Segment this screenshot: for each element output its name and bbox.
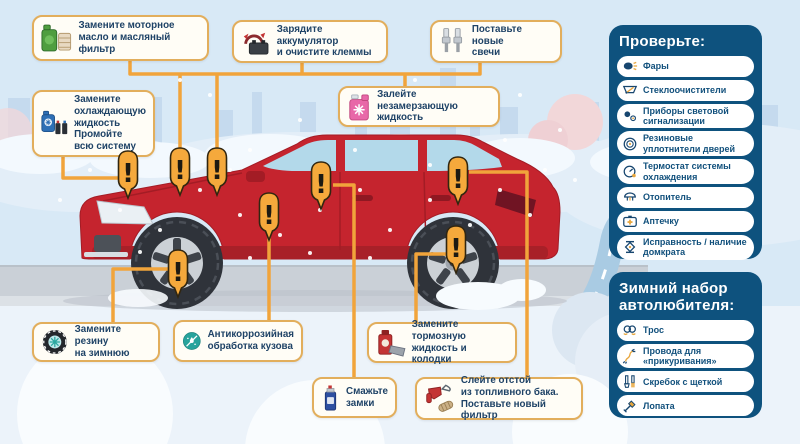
warning-marker-oil: ! (167, 146, 193, 198)
svg-text:!: ! (452, 165, 464, 195)
svg-text:!: ! (172, 258, 184, 288)
thermostat-icon (623, 165, 636, 178)
kit-item-rope: Трос (617, 319, 754, 341)
warning-marker-coolant: ! (115, 149, 141, 201)
warning-marker-locks: ! (308, 160, 334, 212)
callout-spark-plugs-text: Поставьте новые свечи (471, 23, 522, 59)
check-item-label: Отопитель (643, 192, 692, 203)
callout-washer: Залейте незамерзающую жидкость (338, 86, 500, 127)
battery-icon (243, 32, 269, 55)
svg-text:!: ! (174, 156, 186, 186)
check-item-first-aid: Аптечку (617, 210, 754, 232)
check-item-label: Резиновые уплотнители дверей (643, 133, 736, 154)
signal-lights-icon (624, 111, 636, 122)
svg-text:!: ! (263, 201, 275, 231)
wiper-icon (622, 86, 638, 95)
callout-anticorrosion: Антикоррозийная обработка кузова (173, 320, 303, 362)
winter-kit-panel: Зимний набор автолюбителя: Трос Провода … (609, 272, 762, 418)
spark-plugs-icon (441, 27, 463, 52)
jumper-cables-icon (622, 348, 636, 364)
check-item-label: Приборы световой сигнализации (643, 105, 729, 127)
check-item-wipers: Стеклоочистители (617, 79, 754, 101)
callout-oil-text: Замените моторное масло и масляный фильт… (78, 20, 175, 55)
door-seal-icon (623, 137, 637, 151)
svg-text:!: ! (122, 159, 134, 189)
side-mirror (246, 171, 265, 182)
check-panel-title: Проверьте: (619, 33, 706, 50)
tow-rope-icon (623, 325, 636, 336)
scraper-brush-icon (623, 375, 635, 388)
check-item-jack: Исправность / наличие домкрата (617, 234, 754, 260)
callout-tires-text: Замените резину на зимнюю (74, 324, 130, 359)
door-handle (352, 195, 373, 201)
winter-tire-icon (42, 330, 67, 354)
callout-brakes-text: Замените тормозную жидкость и колодки (411, 318, 467, 366)
check-item-label: Термостат системы охлаждения (643, 161, 731, 182)
warning-marker-fuel: ! (445, 155, 471, 207)
callout-locks: Смажьте замки (312, 377, 397, 418)
lock-spray-icon (324, 384, 337, 411)
callout-washer-text: Залейте незамерзающую жидкость (377, 88, 458, 124)
door-handle (430, 195, 451, 201)
warning-marker-body: ! (256, 191, 282, 243)
shovel-icon (623, 400, 636, 413)
callout-fuel-text: Слейте отстой из топливного бака. Постав… (460, 374, 559, 422)
first-aid-kit-icon (623, 216, 637, 228)
check-item-label: Стеклоочистители (643, 85, 727, 96)
brake-fluid-icon (378, 329, 406, 357)
callout-locks-text: Смажьте замки (346, 385, 388, 409)
oil-canister-icon (41, 24, 72, 52)
heater-icon (624, 192, 636, 201)
fuel-nozzle-icon (426, 383, 454, 412)
kit-item-label: Скребок с щеткой (643, 376, 723, 387)
winter-kit-panel-title: Зимний набор автолюбителя: (619, 280, 735, 314)
check-item-label: Аптечку (643, 216, 679, 227)
callout-anticorrosion-text: Антикоррозийная обработка кузова (207, 329, 294, 352)
headlight-icon (623, 62, 638, 71)
check-item-thermostat: Термостат системы охлаждения (617, 159, 754, 184)
callout-spark-plugs: Поставьте новые свечи (430, 20, 562, 63)
warning-marker-battery: ! (204, 146, 230, 198)
callout-battery: Зарядите аккумулятор и очистите клеммы (232, 20, 388, 63)
callout-coolant-text: Замените охлаждающую жидкость Промойте в… (74, 93, 146, 153)
svg-text:!: ! (450, 234, 462, 264)
anticorrosion-icon (182, 332, 201, 350)
check-item-label: Исправность / наличие домкрата (643, 236, 747, 258)
callout-oil: Замените моторное масло и масляный фильт… (32, 15, 209, 61)
kit-item-shovel: Лопата (617, 395, 754, 417)
kit-item-jumper-cables: Провода для «прикуривания» (617, 343, 754, 369)
check-item-heater: Отопитель (617, 186, 754, 208)
kit-item-label: Лопата (643, 400, 675, 411)
callout-battery-text: Зарядите аккумулятор и очистите клеммы (276, 23, 372, 59)
coolant-icon (41, 110, 68, 134)
check-item-headlights: Фары (617, 55, 754, 77)
jack-icon (624, 241, 636, 254)
check-item-signal-lights: Приборы световой сигнализации (617, 103, 754, 129)
callout-brakes: Замените тормозную жидкость и колодки (367, 319, 517, 365)
callout-tires: Замените резину на зимнюю (32, 322, 160, 362)
callout-coolant: Замените охлаждающую жидкость Промойте в… (32, 90, 155, 157)
check-item-label: Фары (643, 61, 669, 72)
svg-text:!: ! (211, 156, 223, 186)
check-item-door-seals: Резиновые уплотнители дверей (617, 131, 754, 157)
kit-item-scraper: Скребок с щеткой (617, 371, 754, 393)
warning-marker-front-wheel: ! (165, 248, 191, 300)
svg-text:!: ! (315, 170, 327, 200)
washer-fluid-icon (349, 93, 369, 120)
connector-lines (61, 60, 529, 378)
front-grille (94, 235, 121, 252)
callout-fuel: Слейте отстой из топливного бака. Постав… (415, 374, 583, 422)
kit-item-label: Провода для «прикуривания» (643, 345, 717, 366)
kit-item-label: Трос (643, 324, 665, 335)
warning-marker-rear-wheel: ! (443, 224, 469, 276)
check-panel: Проверьте: Фары Стеклоочистители Приборы… (609, 25, 762, 260)
